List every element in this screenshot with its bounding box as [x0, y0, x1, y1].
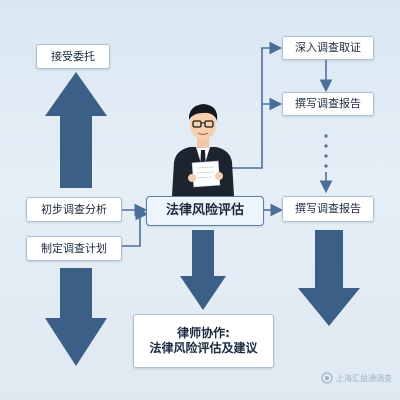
- write-report-upper-label: 撰写调查报告: [295, 97, 361, 111]
- write-report-upper-box: 撰写调查报告: [282, 92, 374, 116]
- watermark-text: 上海汇益通调查: [336, 373, 392, 383]
- accept-commission-label: 接受委托: [51, 49, 95, 63]
- preliminary-analysis-box: 初步调查分析: [26, 197, 122, 222]
- legal-risk-assessment-label: 法律风险评估: [165, 202, 244, 218]
- big-down-arrow-right: [298, 230, 360, 326]
- write-report-lower-label: 撰写调查报告: [295, 202, 361, 216]
- in-depth-investigation-box: 深入调查取证: [282, 36, 374, 60]
- big-down-arrow-center: [180, 230, 226, 310]
- watermark-logo-icon: [321, 372, 333, 384]
- big-down-arrow-left: [45, 268, 107, 366]
- lawyer-collab-title: 律师协作:: [177, 326, 230, 340]
- lawyer-collab-body: 法律风险评估及建议: [149, 341, 258, 355]
- lawyer-figure-icon: [172, 104, 234, 196]
- connector-right-chain: [319, 60, 333, 194]
- legal-risk-assessment-box: 法律风险评估: [146, 196, 264, 226]
- in-depth-investigation-label: 深入调查取证: [295, 41, 361, 55]
- connector-plan-to-assessment: [122, 207, 149, 247]
- accept-commission-box: 接受委托: [36, 44, 110, 69]
- watermark: 上海汇益通调查: [321, 372, 392, 384]
- lawyer-collab-box: 律师协作: 法律风险评估及建议: [133, 314, 274, 368]
- big-up-arrow: [45, 72, 107, 188]
- plan-investigation-box: 制定调查计划: [26, 236, 122, 261]
- plan-investigation-label: 制定调查计划: [41, 241, 107, 255]
- write-report-lower-box: 撰写调查报告: [282, 196, 374, 222]
- connector-bracket-upper: [230, 41, 283, 169]
- preliminary-analysis-label: 初步调查分析: [41, 202, 107, 216]
